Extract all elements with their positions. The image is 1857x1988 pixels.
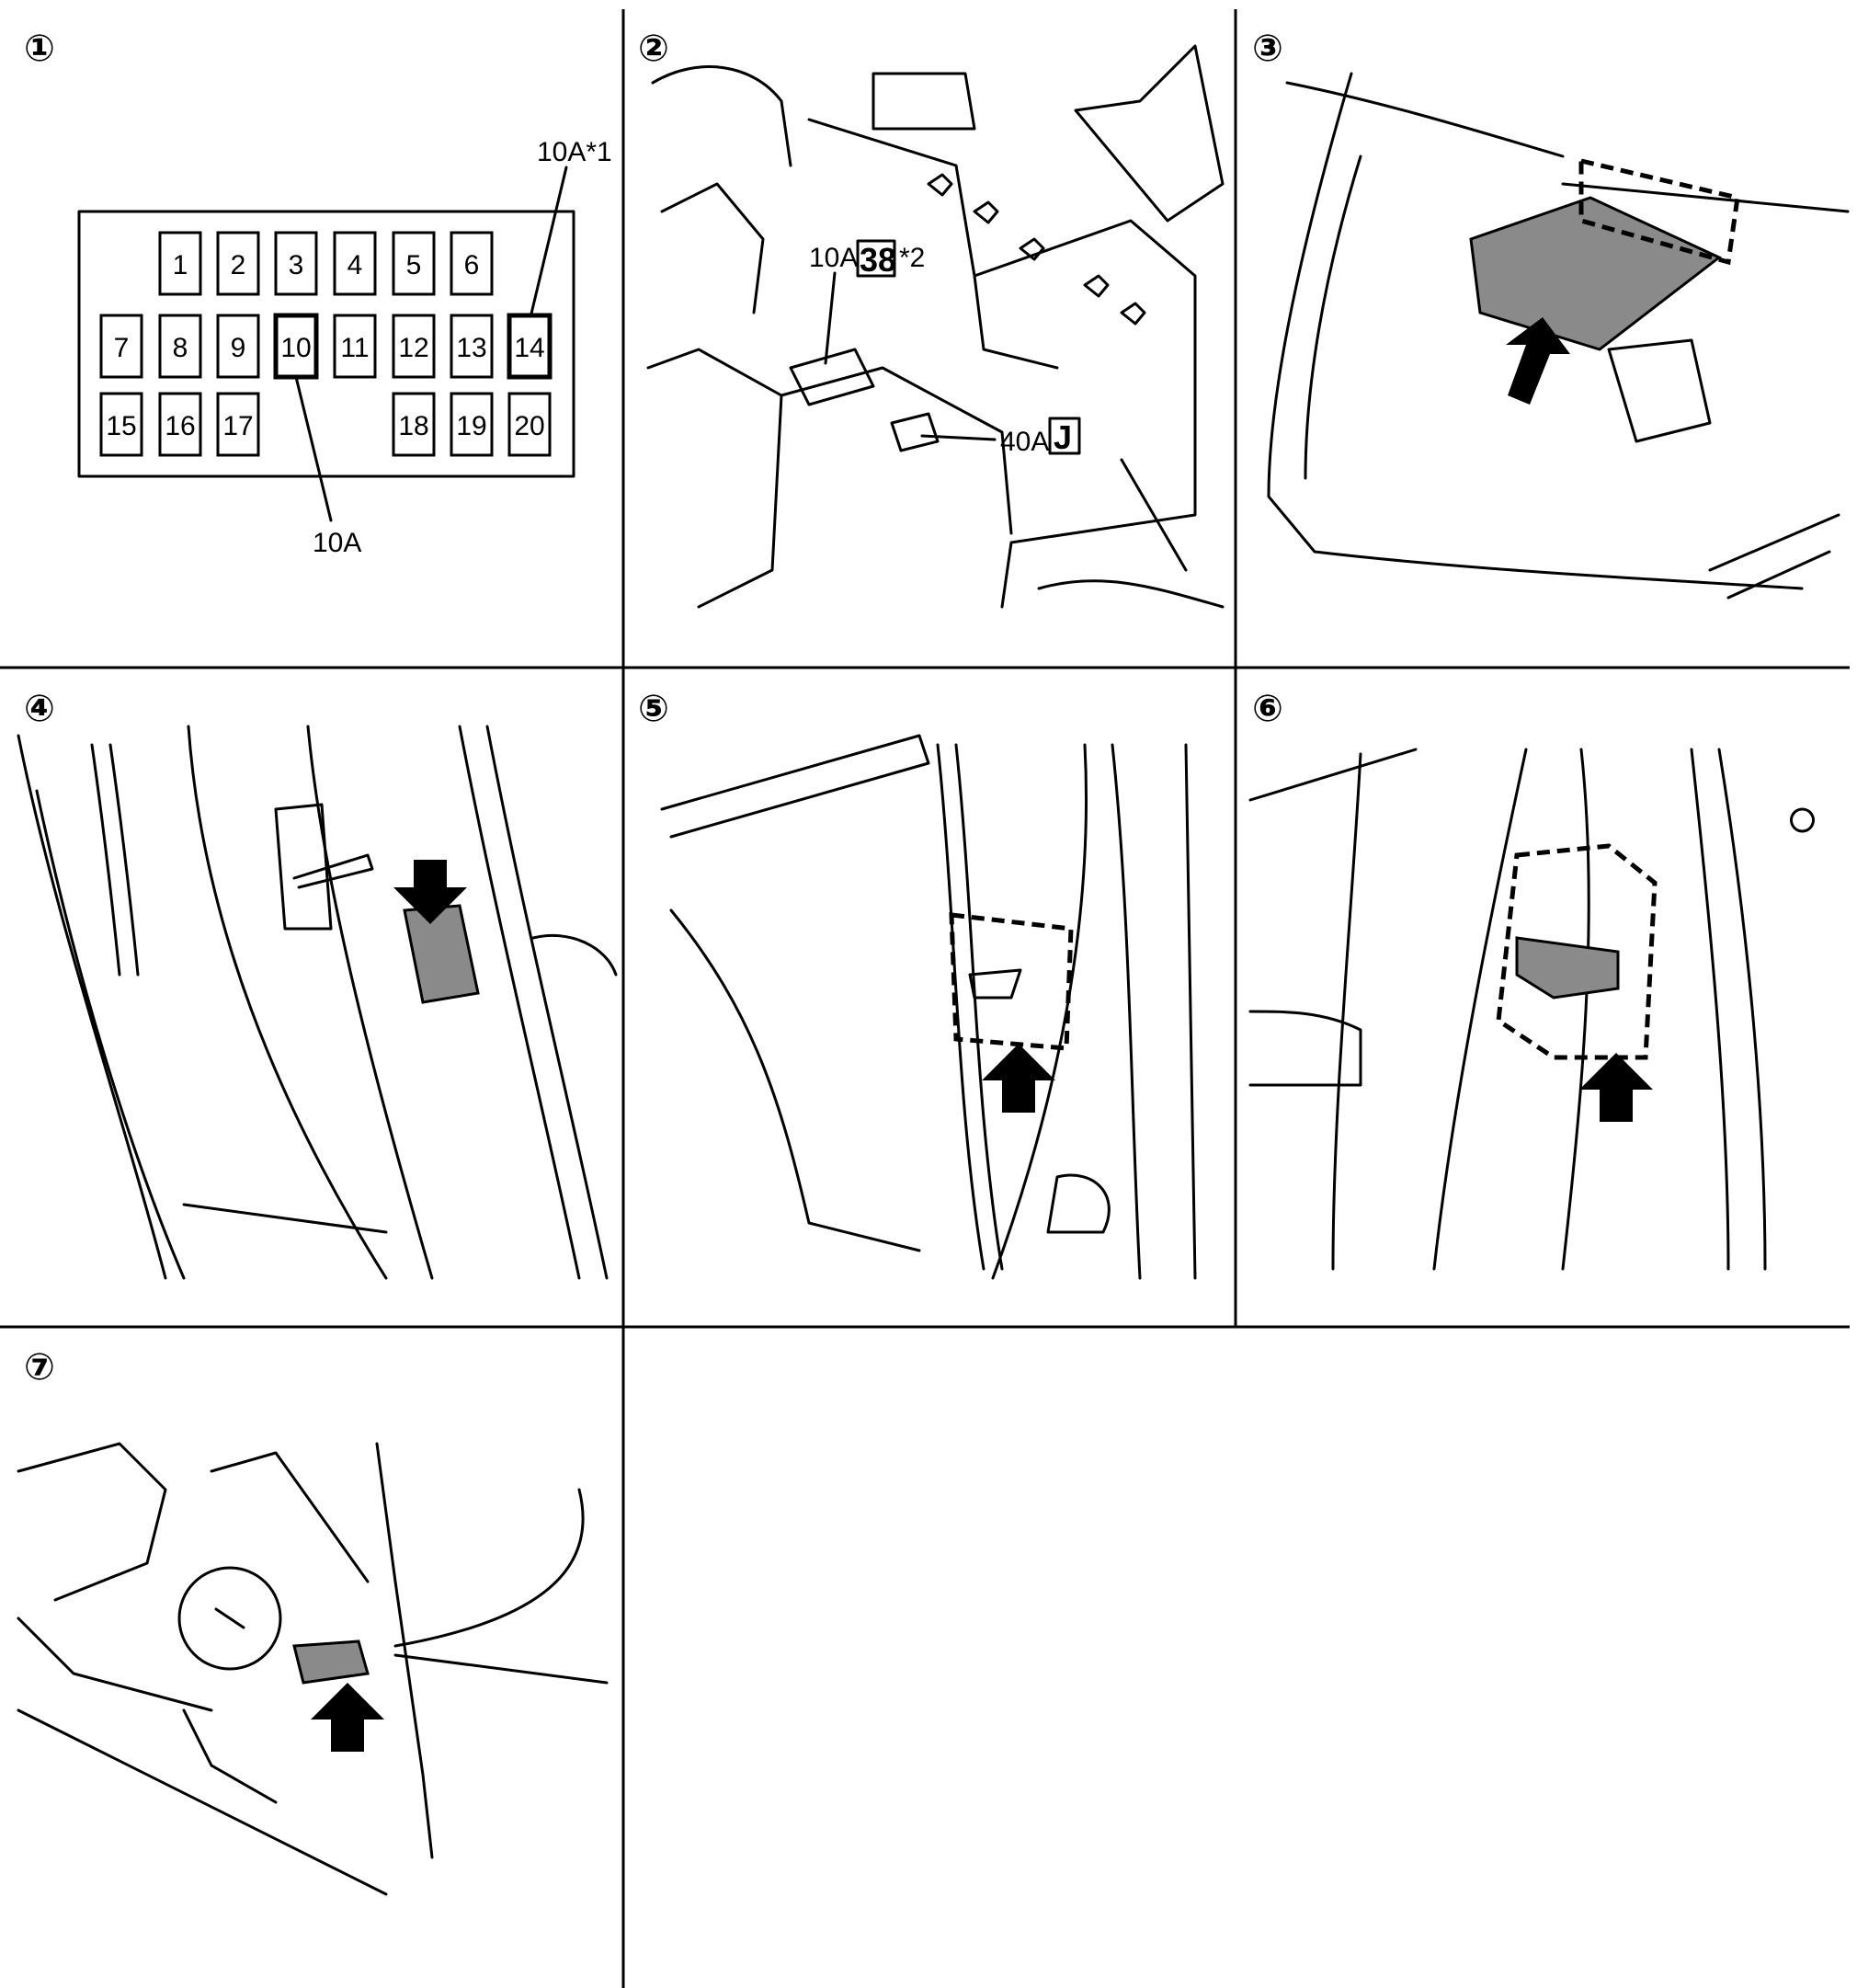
fuse-slot: [507, 313, 553, 380]
fuse-slot: [450, 392, 494, 457]
fuse-10-label: 10A: [313, 528, 361, 558]
door-lock: [968, 968, 1022, 1000]
up-arrow-icon: [311, 1683, 384, 1752]
fuse-number: 1: [173, 250, 188, 280]
lock-outline-dashed: [1496, 843, 1658, 1060]
fuse-slot: [392, 314, 436, 379]
fuse-box-body: [789, 348, 940, 452]
fuse-slot: [158, 314, 202, 379]
fuse-number: 9: [231, 333, 246, 363]
fuse-number: 13: [456, 333, 486, 363]
note-marker: *2: [899, 243, 925, 273]
leader-line: [530, 166, 568, 315]
leader-line: [294, 375, 333, 522]
fuse-slot: [333, 314, 377, 379]
dash-linework: [1267, 72, 1850, 600]
fuse-slot: [333, 231, 377, 296]
fuse-number: 18: [398, 411, 428, 441]
fuse-14-label: 10A*1: [537, 137, 612, 167]
connector: [292, 1640, 370, 1685]
panel-6-rear-door-lock: ⑥: [1248, 688, 1815, 1271]
panel-number: ③: [1252, 28, 1283, 70]
fuse-slot: [216, 314, 260, 379]
key-slot: [214, 1607, 245, 1629]
ignition-cylinder: [177, 1566, 282, 1671]
panel-number: ⑦: [24, 1346, 55, 1388]
fuse-block-outline: [77, 210, 575, 478]
fuse-number: 3: [289, 250, 304, 280]
fuse-slot: [216, 231, 260, 296]
fuse-slot: [392, 231, 436, 296]
small-fuse-label: 10A: [809, 243, 858, 273]
fuse-slot: [450, 231, 494, 296]
door-pillar-linework: [1248, 748, 1815, 1271]
fuse-number: 19: [456, 411, 486, 441]
fuse-number: 5: [406, 250, 422, 280]
fuse-number: 11: [340, 333, 369, 363]
fuse-number: 14: [514, 333, 544, 363]
battery-terminal-icons: [927, 173, 1146, 326]
panel-2-engine-fuse-box: ② 10A 38 *2 40A J: [638, 28, 1225, 609]
panel-dividers: [0, 9, 1850, 1988]
up-arrow-icon: [982, 1044, 1055, 1113]
up-arrow-icon: [1579, 1053, 1653, 1122]
panel-7-steering-column: ⑦: [17, 1346, 609, 1896]
fuse-slot: [99, 392, 143, 457]
door-switch: [403, 904, 480, 1004]
column-linework: [17, 1442, 609, 1896]
panel-number: ①: [24, 28, 55, 70]
weatherstrip: [90, 743, 140, 977]
panel-number: ④: [24, 688, 55, 730]
door-lock: [1515, 936, 1620, 1000]
panel-number: ⑥: [1252, 688, 1283, 730]
door-pillar-linework: [660, 734, 1197, 1280]
lock-outline-dashed: [949, 912, 1074, 1051]
fuse-number: 16: [165, 411, 195, 441]
up-arrow-icon: [1506, 317, 1570, 405]
fuse-number: 6: [464, 250, 480, 280]
door-striker: [274, 803, 374, 931]
leader-line: [824, 271, 837, 365]
panel-number: ②: [638, 28, 669, 70]
fuse-number: 8: [173, 333, 188, 363]
big-fuse-label: 40A: [1000, 427, 1049, 457]
engine-bay-linework: [646, 44, 1225, 609]
fuse-number: 15: [106, 411, 136, 441]
fuse-box-code: 38: [860, 241, 896, 279]
fuse-number: 2: [231, 250, 246, 280]
module-outline-dashed: [1578, 157, 1740, 266]
fuse-slot: [158, 231, 202, 296]
panel-3-dash-module: ③: [1252, 28, 1850, 600]
fuse-slot: [216, 392, 260, 457]
code-box: [856, 239, 896, 278]
fuse-slot: [507, 392, 552, 457]
panel-5-door-lock: ⑤: [638, 688, 1197, 1280]
panel-number: ⑤: [638, 688, 669, 730]
fuse-slot: [99, 314, 143, 379]
fuse-slot: [158, 392, 202, 457]
leader-line: [920, 434, 997, 441]
fuse-number: 10: [280, 333, 311, 363]
down-arrow-icon: [393, 860, 467, 924]
panel-4-door-switch: ④: [17, 688, 618, 1280]
door-frame-linework: [17, 725, 618, 1280]
fuse-number: 17: [222, 411, 253, 441]
fuse-number: 12: [398, 333, 428, 363]
fuse-number: 7: [114, 333, 130, 363]
highlighted-module: [1469, 196, 1722, 351]
fuse-slot: [392, 392, 436, 457]
code-box: [1048, 417, 1081, 455]
fuse-slot: [274, 231, 318, 296]
fuse-number: 20: [514, 411, 544, 441]
fuse-number: 4: [347, 250, 363, 280]
fuse-slot: [450, 314, 494, 379]
big-fuse-code: J: [1054, 418, 1072, 456]
